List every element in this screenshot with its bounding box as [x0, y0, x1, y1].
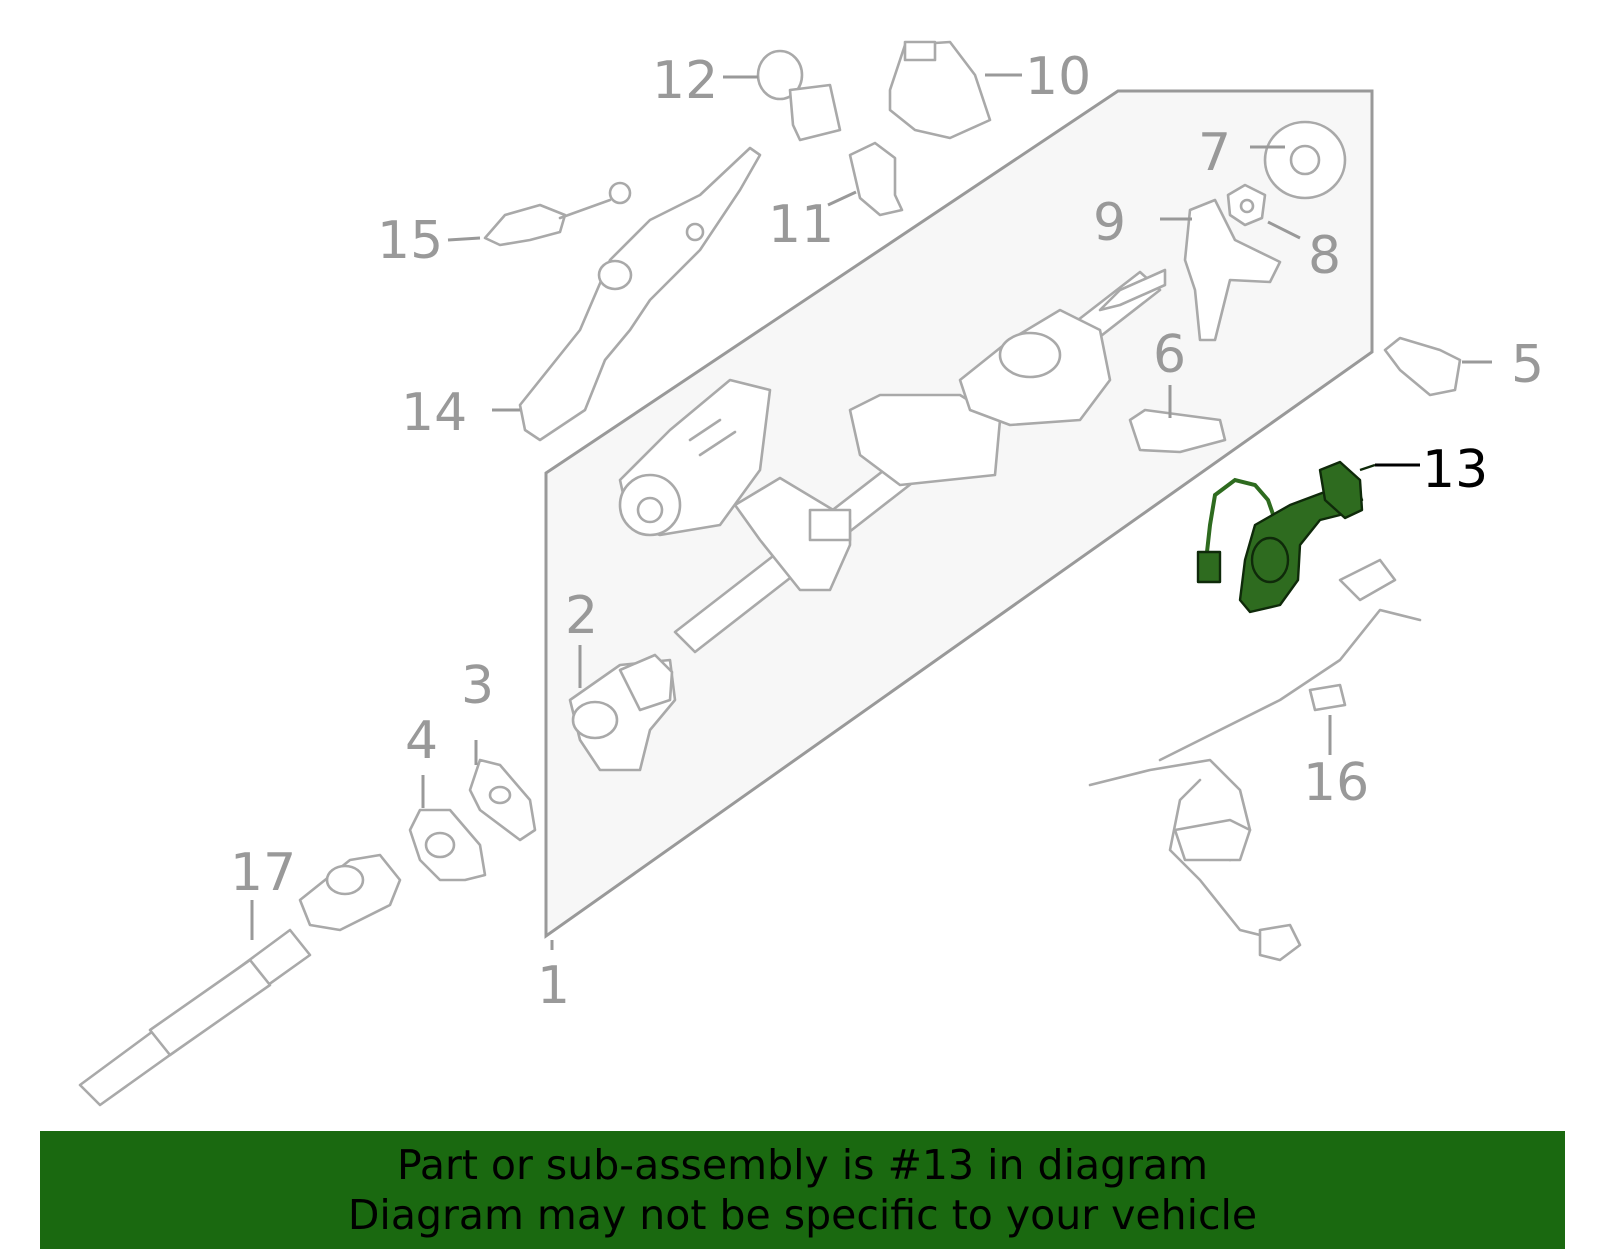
- callout-15: 15: [377, 211, 443, 271]
- part-15-drawing: [483, 181, 632, 247]
- part-10-drawing: [888, 40, 992, 140]
- callout-16: 16: [1303, 753, 1369, 813]
- part-11-drawing: [848, 141, 904, 217]
- steering-column-drawing: [618, 268, 1167, 654]
- part-6-drawing: [1128, 408, 1227, 454]
- part-8-drawing: [1226, 183, 1267, 227]
- part-3-drawing: [468, 758, 537, 842]
- callout-10: 10: [1025, 47, 1091, 107]
- part-13-highlight: [1196, 460, 1376, 614]
- column-assembly-panel: [544, 89, 1374, 939]
- callout-2: 2: [565, 586, 598, 646]
- callout-17: 17: [230, 843, 296, 903]
- leader-lines: [250, 73, 1492, 950]
- part-9-drawing: [1183, 198, 1282, 342]
- callout-14: 14: [401, 383, 467, 443]
- callout-7: 7: [1198, 123, 1231, 183]
- callout-3: 3: [461, 656, 494, 716]
- banner-line-1: Part or sub-assembly is #13 in diagram: [396, 1141, 1209, 1189]
- callout-6: 6: [1153, 325, 1186, 385]
- parts-diagram: 1 2 3 4 5 6 7 8 9 10 11 12 13 14 15 16 1…: [78, 40, 1544, 1107]
- part-14-drawing: [518, 146, 762, 442]
- callout-5: 5: [1511, 335, 1544, 395]
- callout-8: 8: [1308, 226, 1341, 286]
- part-7-drawing: [1263, 120, 1347, 200]
- part-12-drawing: [756, 49, 842, 142]
- callout-9: 9: [1093, 193, 1126, 253]
- part-5-drawing: [1383, 336, 1462, 397]
- info-banner: Part or sub-assembly is #13 in diagram D…: [40, 1131, 1565, 1249]
- part-2-drawing: [568, 653, 677, 772]
- part-17-drawing: [78, 853, 402, 1107]
- part-16-drawing: [1088, 558, 1422, 962]
- callout-12: 12: [652, 51, 718, 111]
- callout-11: 11: [768, 195, 834, 255]
- callout-13: 13: [1422, 440, 1488, 500]
- callout-1: 1: [537, 956, 570, 1016]
- callout-4: 4: [405, 711, 438, 771]
- banner-line-2: Diagram may not be specific to your vehi…: [347, 1191, 1258, 1239]
- part-4-drawing: [408, 808, 487, 882]
